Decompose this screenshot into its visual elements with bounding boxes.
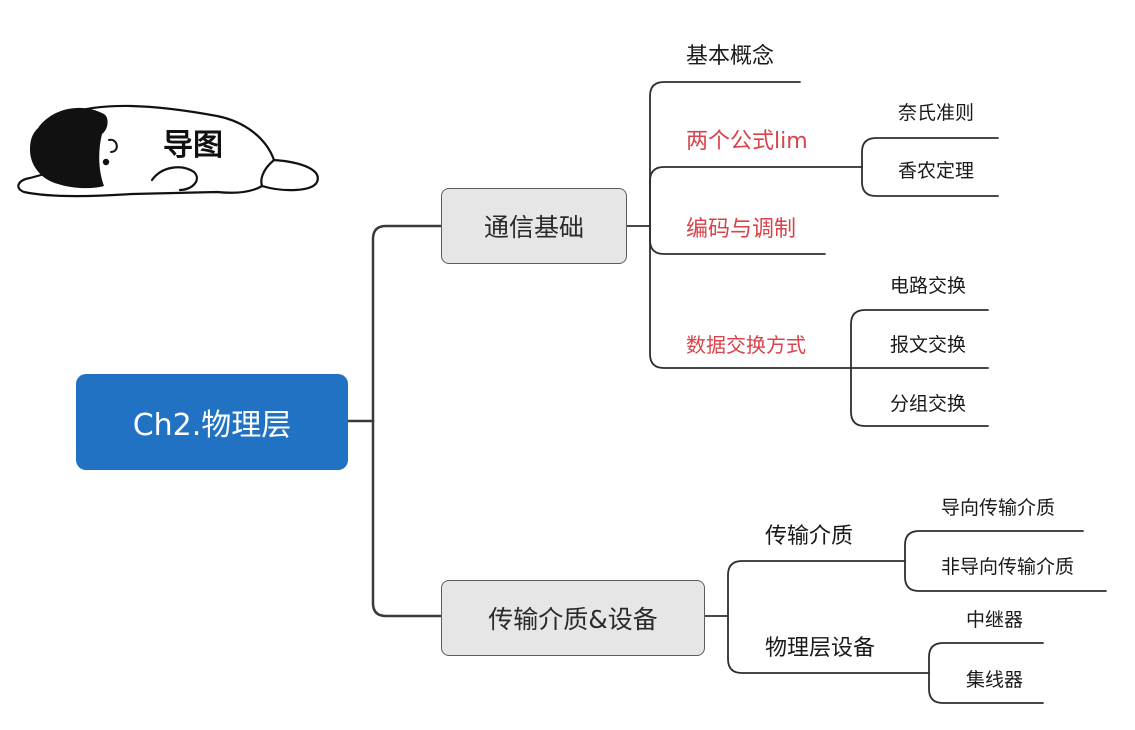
connector-devices bbox=[727, 615, 930, 674]
topic-physical-devices[interactable]: 物理层设备 bbox=[765, 636, 876, 661]
connector-switching bbox=[649, 225, 852, 369]
topic-basic-concepts[interactable]: 基本概念 bbox=[686, 44, 775, 69]
root-node[interactable]: Ch2.物理层 bbox=[76, 374, 348, 470]
connector-circuit bbox=[850, 309, 989, 369]
connector-shannon bbox=[861, 166, 999, 197]
connector-basic-concept bbox=[649, 81, 801, 227]
subtopic-packet-switching[interactable]: 分组交换 bbox=[890, 393, 967, 415]
branch-communication-basics[interactable]: 通信基础 bbox=[441, 188, 627, 264]
connector-root-branch2 bbox=[371, 419, 443, 618]
topic-coding-modulation[interactable]: 编码与调制 bbox=[686, 217, 797, 242]
subtopic-unguided-media[interactable]: 非导向传输介质 bbox=[941, 556, 1075, 578]
subtopic-repeater[interactable]: 中继器 bbox=[966, 609, 1024, 631]
connector-root-branch1 bbox=[371, 224, 443, 423]
subtopic-message-switching[interactable]: 报文交换 bbox=[890, 334, 967, 356]
topic-transmission-media[interactable]: 传输介质 bbox=[765, 524, 854, 549]
connector-guided bbox=[904, 530, 1084, 562]
connector-unguided bbox=[904, 560, 1107, 592]
topic-two-formulas[interactable]: 两个公式lim bbox=[686, 129, 808, 154]
connector-hub bbox=[928, 672, 1044, 704]
connector-media bbox=[727, 560, 906, 617]
connector-formulas bbox=[649, 166, 863, 227]
subtopic-hub[interactable]: 集线器 bbox=[966, 669, 1024, 691]
subtopic-shannon[interactable]: 香农定理 bbox=[898, 160, 975, 182]
sticker-title: 导图 bbox=[163, 128, 223, 163]
topic-data-switching[interactable]: 数据交换方式 bbox=[686, 333, 806, 357]
branch-media-and-devices[interactable]: 传输介质&设备 bbox=[441, 580, 705, 656]
connector-nyquist bbox=[861, 137, 999, 168]
connector-packet bbox=[850, 367, 989, 427]
subtopic-nyquist[interactable]: 奈氏准则 bbox=[898, 102, 975, 124]
subtopic-circuit-switching[interactable]: 电路交换 bbox=[890, 275, 967, 297]
sleeping-character-illustration bbox=[17, 104, 319, 198]
connector-repeater bbox=[928, 642, 1044, 674]
subtopic-guided-media[interactable]: 导向传输介质 bbox=[941, 497, 1056, 519]
